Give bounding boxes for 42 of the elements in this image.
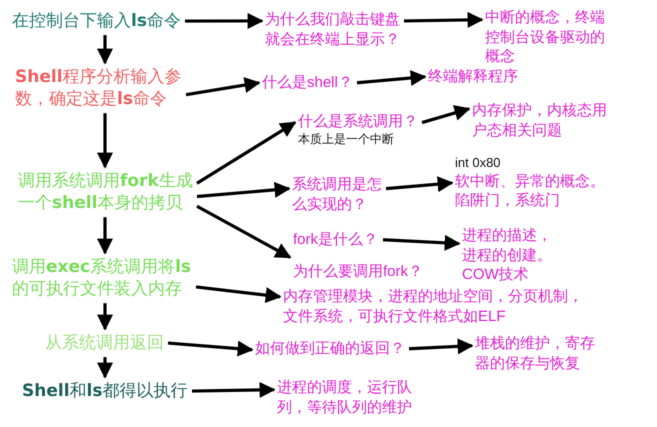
arrow [356,70,427,86]
question-text: fork是什么？ [293,230,380,250]
arrow [97,113,113,169]
question-text: 系统调用是怎么实现的？ [292,175,383,214]
arrow [97,357,113,379]
question-text: 为什么要调用fork？ [293,262,425,282]
arrow [168,340,254,357]
arrow [186,77,261,96]
arrow [196,204,292,259]
step-text: Shell和ls都得以执行 [22,380,189,402]
note-text: int 0x80 [455,155,502,172]
answer-text: 进程的描述，进程的创建。COW技术 [462,226,553,284]
answer-text: 进程的调度，运行队列，等待队列的维护 [277,378,413,417]
arrow [97,217,113,255]
arrow [97,303,113,331]
answer-text: 堆栈的维护，寄存器的保存与恢复 [475,334,596,373]
answer-text: 软中断、异常的概念。陷阱门，系统门 [455,172,606,211]
step-text: 从系统调用返回 [45,332,165,354]
arrow [196,182,291,198]
arrow [404,12,484,28]
step-text: 调用系统调用fork生成一个shell本身的拷贝 [18,170,194,214]
question-text: 什么是shell？ [262,73,354,92]
question-text: 如何做到正确的返回？ [255,339,406,358]
note-text: 本质上是一个中断 [298,132,395,148]
step-text: 调用exec系统调用将ls的可执行文件装入内存 [12,256,193,300]
step-text: 在控制台下输入ls命令 [12,10,182,32]
step-text: Shell程序分析输入参数，确定这是ls命令 [15,66,183,110]
arrow [422,105,471,124]
arrow [97,35,113,65]
arrow [386,176,454,192]
answer-text: 中断的概念，终端控制台设备驱动的概念 [485,8,606,66]
question-text: 为什么我们敲击键盘就会在终端上显示？ [265,10,401,49]
answer-text: 内存保护，内核态用户态相关问题 [472,101,608,140]
arrow [196,285,282,304]
arrow [192,382,276,398]
arrow [408,338,474,354]
answer-text: 内存管理模块，进程的地址空间，分页机制，文件系统，可执行文件格式如ELF [283,287,584,326]
arrow [185,12,264,29]
arrow [382,234,461,251]
question-text: 什么是系统调用？ [298,112,419,132]
arrow [196,121,296,185]
answer-text: 终端解释程序 [428,67,519,86]
